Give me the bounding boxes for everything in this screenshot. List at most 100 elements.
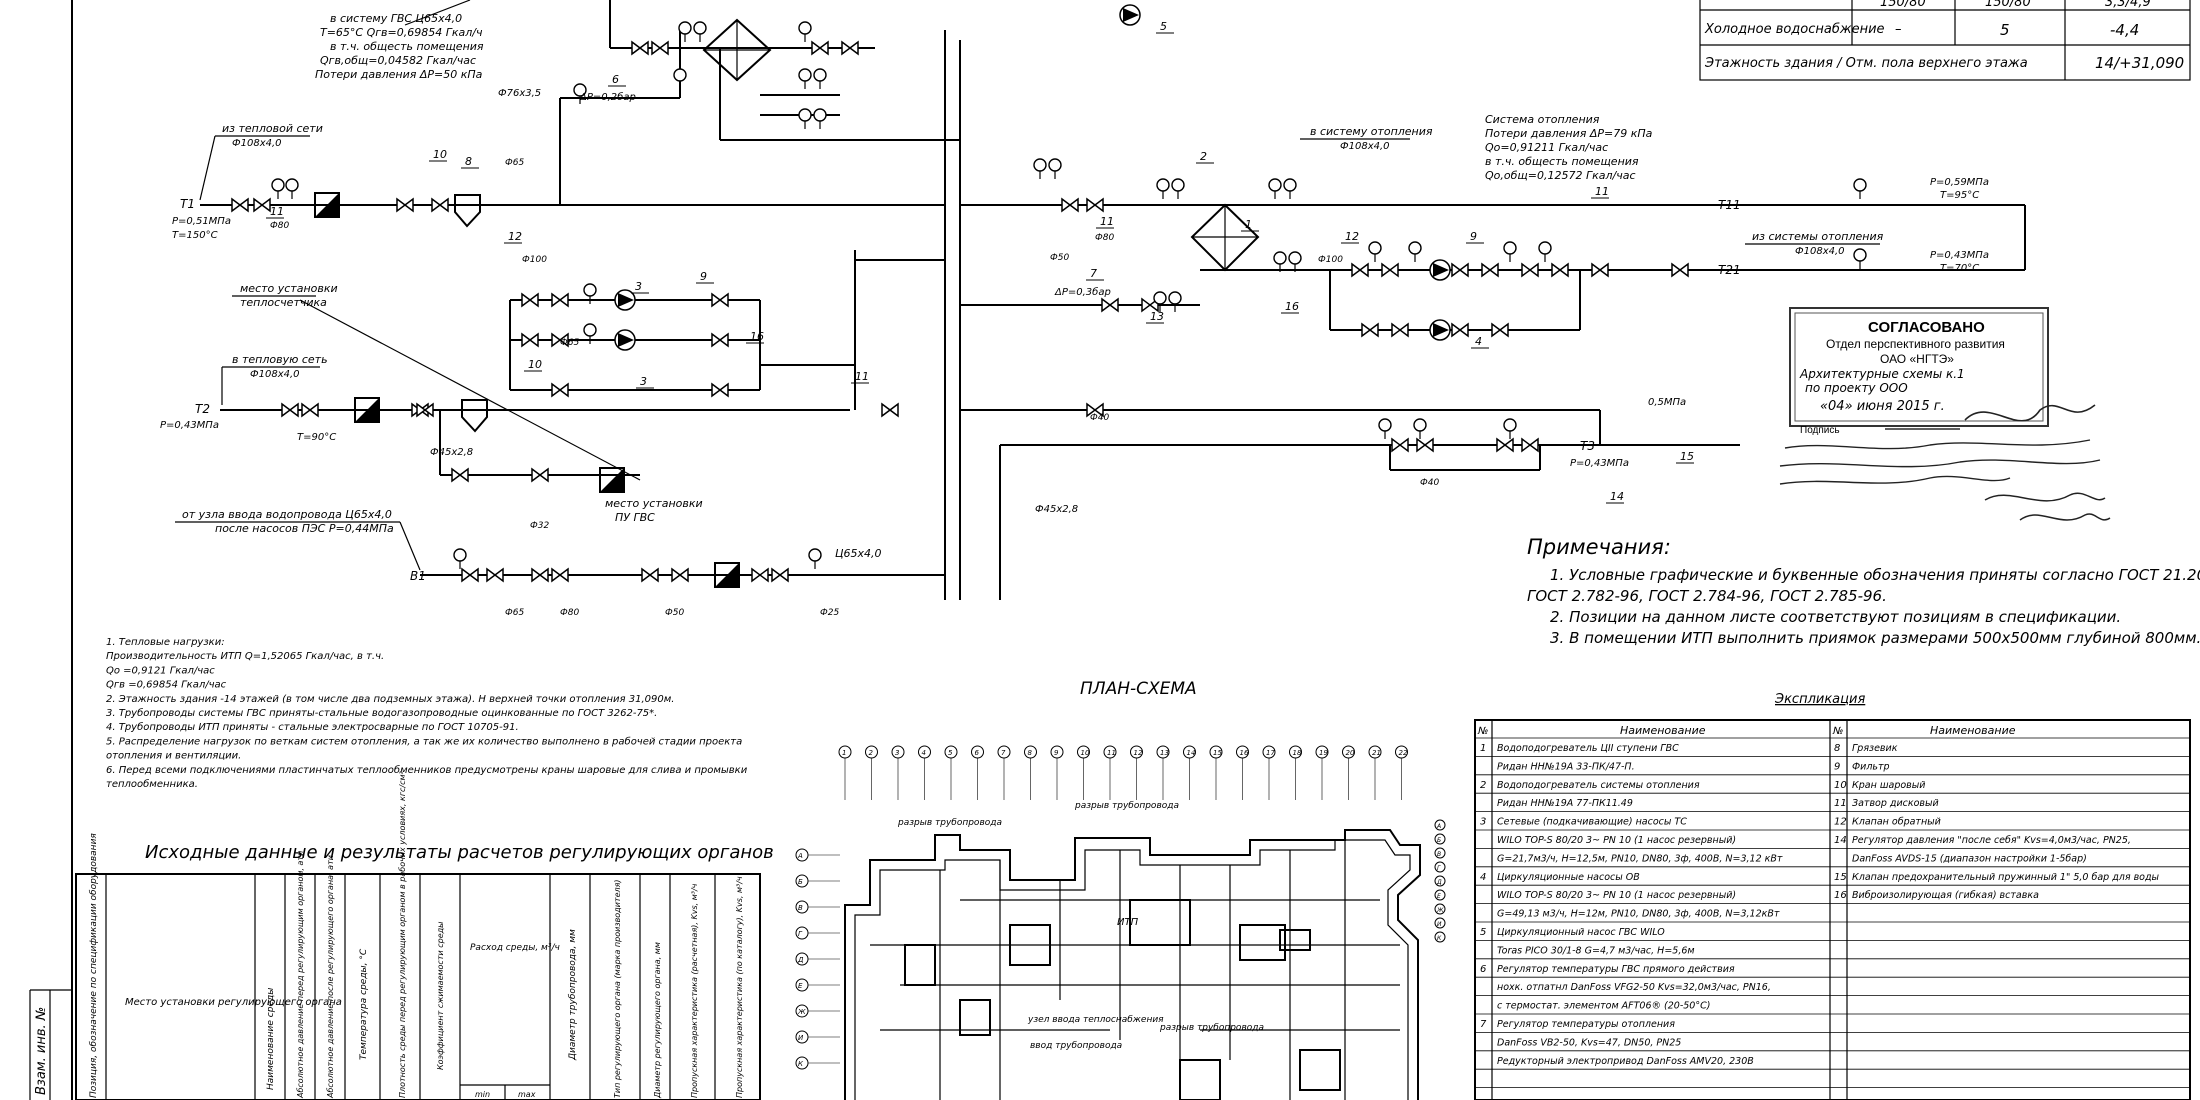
- svg-text:6: 6: [612, 73, 619, 86]
- svg-text:19: 19: [1319, 749, 1328, 757]
- svg-text:13: 13: [1150, 310, 1164, 323]
- pressure-gauge-icon: [1503, 418, 1517, 439]
- position-marker: 12: [1341, 230, 1359, 244]
- building-row1-c1: 150/80: [1880, 0, 1926, 10]
- valve-icon: [1521, 262, 1539, 278]
- left-note-line: 5. Распределение нагрузок по веткам сист…: [106, 735, 742, 747]
- pump-icon: [614, 329, 636, 351]
- svg-text:Затвор дисковый: Затвор дисковый: [1852, 798, 1939, 809]
- stamp-org: ОАО «НГТЭ»: [1880, 352, 1954, 366]
- position-marker: 16: [746, 330, 764, 344]
- position-marker: 3: [636, 375, 654, 389]
- valve-icon: [521, 292, 539, 308]
- svg-text:Д: Д: [1436, 879, 1442, 886]
- stamp-handwritten-2: по проекту ООО: [1805, 381, 1908, 395]
- label-gvs-incl: в т.ч. общесть помещения: [330, 40, 484, 53]
- svg-text:7: 7: [1480, 1019, 1487, 1030]
- valve-icon: [451, 467, 469, 483]
- svg-text:11: 11: [855, 370, 869, 383]
- svg-text:15: 15: [1680, 450, 1694, 463]
- label-heating-q: Qо=0,91211 Гкал/час: [1485, 141, 1608, 154]
- svg-text:DanFoss AVDS-15 (диапазон наст: DanFoss AVDS-15 (диапазон настройки 1-5б…: [1852, 853, 2087, 864]
- label-t3: Т3: [1580, 439, 1595, 453]
- svg-text:16: 16: [1285, 300, 1299, 313]
- svg-text:8: 8: [465, 155, 472, 168]
- pressure-gauge-icon: [573, 83, 587, 104]
- svg-text:2: 2: [869, 749, 874, 757]
- pressure-gauge-icon: [1853, 248, 1867, 269]
- plan-axis-marker: Е: [795, 978, 840, 992]
- svg-text:К: К: [798, 1060, 804, 1068]
- svg-text:12: 12: [508, 230, 522, 243]
- valve-icon: [1101, 297, 1119, 313]
- pipe-diameter-label: Ф65: [560, 338, 579, 348]
- approval-stamp: [1789, 307, 2049, 430]
- valve-icon: [1451, 322, 1469, 338]
- svg-text:6: 6: [975, 749, 980, 757]
- explication-row: DanFoss AVDS-15 (диапазон настройки 1-5б…: [1852, 853, 2087, 864]
- plan-axis-marker: 9: [1050, 745, 1064, 800]
- explication-row: G=21,7м3/ч, Н=12,5м, PN10, DN80, 3ф, 400…: [1497, 853, 1783, 864]
- valve-icon: [301, 402, 319, 418]
- label-t2-p: Р=0,43МПа: [160, 420, 219, 431]
- svg-text:Водоподогреватель ЦII ступени: Водоподогреватель ЦII ступени ГВС: [1497, 743, 1679, 754]
- plan-label-6: ИТП: [1117, 917, 1139, 928]
- left-note-line: Qо =0,9121 Гкал/час: [106, 665, 215, 676]
- svg-text:2: 2: [1200, 150, 1207, 163]
- plan-axis-marker: Д: [795, 952, 840, 966]
- pump-icon: [1429, 319, 1451, 341]
- plan-label-4: ввод трубопровода: [1030, 1041, 1122, 1051]
- svg-text:Ридан НН№19А 33-ПК/47-П.: Ридан НН№19А 33-ПК/47-П.: [1497, 761, 1635, 772]
- plan-axis-marker: 2: [865, 745, 878, 800]
- label-dp1: ΔР=0,2бар: [579, 91, 636, 103]
- plan-axis-marker: 21: [1368, 745, 1382, 800]
- svg-text:3: 3: [640, 375, 647, 388]
- position-marker: 7: [1086, 267, 1104, 281]
- svg-text:Регулятор температуры отоплени: Регулятор температуры отопления: [1497, 1019, 1675, 1030]
- svg-text:4: 4: [922, 749, 926, 757]
- explication-row: DanFoss VB2-50, Kvs=47, DN50, PN25: [1497, 1037, 1681, 1048]
- calc-h5: Температура среды, °С: [359, 948, 369, 1060]
- calc-h0: Позиция, обозначение по спецификации обо…: [89, 833, 99, 1098]
- svg-text:WILO TOP-S 80/20 3~ PN 10 (1 н: WILO TOP-S 80/20 3~ PN 10 (1 насос резер…: [1497, 890, 1736, 901]
- label-t1-p: Р=0,51МПа: [172, 216, 231, 227]
- svg-text:21: 21: [1372, 749, 1381, 757]
- valve-icon: [1551, 262, 1569, 278]
- plan-axis-marker: А: [795, 848, 840, 862]
- plan-axis-marker: В: [795, 900, 840, 914]
- svg-text:К: К: [1437, 935, 1442, 942]
- svg-text:16: 16: [1834, 890, 1847, 901]
- building-row2-c3: -4,4: [2110, 21, 2139, 39]
- svg-text:1: 1: [1245, 218, 1252, 231]
- svg-text:Регулятор температуры ГВС прям: Регулятор температуры ГВС прямого действ…: [1497, 964, 1735, 975]
- valve-icon: [711, 292, 729, 308]
- plan-axis-marker: Г: [795, 926, 840, 940]
- valve-icon: [1416, 437, 1434, 453]
- label-t-supply: Т=95°С: [1940, 190, 1979, 201]
- plan-axis-marker: 22: [1395, 745, 1408, 800]
- position-marker: 11: [266, 205, 284, 219]
- explication-row: Редукторный электропривод DanFoss AMV20,…: [1497, 1056, 1754, 1067]
- svg-text:Регулятор давления "после себя: Регулятор давления "после себя" Kvs=4,0м…: [1852, 835, 2131, 846]
- valve-icon: [551, 382, 569, 398]
- position-marker: 14: [1606, 490, 1624, 504]
- label-dn65: Ц65х4,0: [835, 547, 882, 560]
- plan-axis-marker: 17: [1262, 745, 1276, 800]
- pressure-gauge-icon: [798, 108, 812, 129]
- pressure-gauge-icon: [1408, 241, 1422, 262]
- pressure-gauge-icon: [583, 323, 597, 344]
- pressure-gauge-icon: [1168, 291, 1182, 312]
- svg-text:Грязевик: Грязевик: [1852, 743, 1898, 754]
- label-to-heating: в систему отопления: [1310, 125, 1433, 138]
- pipe-diameter-label: Ф25: [820, 608, 839, 618]
- valve-icon: [771, 567, 789, 583]
- svg-text:16: 16: [1240, 749, 1249, 757]
- calc-sub1: max: [518, 1090, 536, 1099]
- valve-icon: [671, 567, 689, 583]
- pressure-gauge-icon: [813, 108, 827, 129]
- valve-icon: [1671, 262, 1689, 278]
